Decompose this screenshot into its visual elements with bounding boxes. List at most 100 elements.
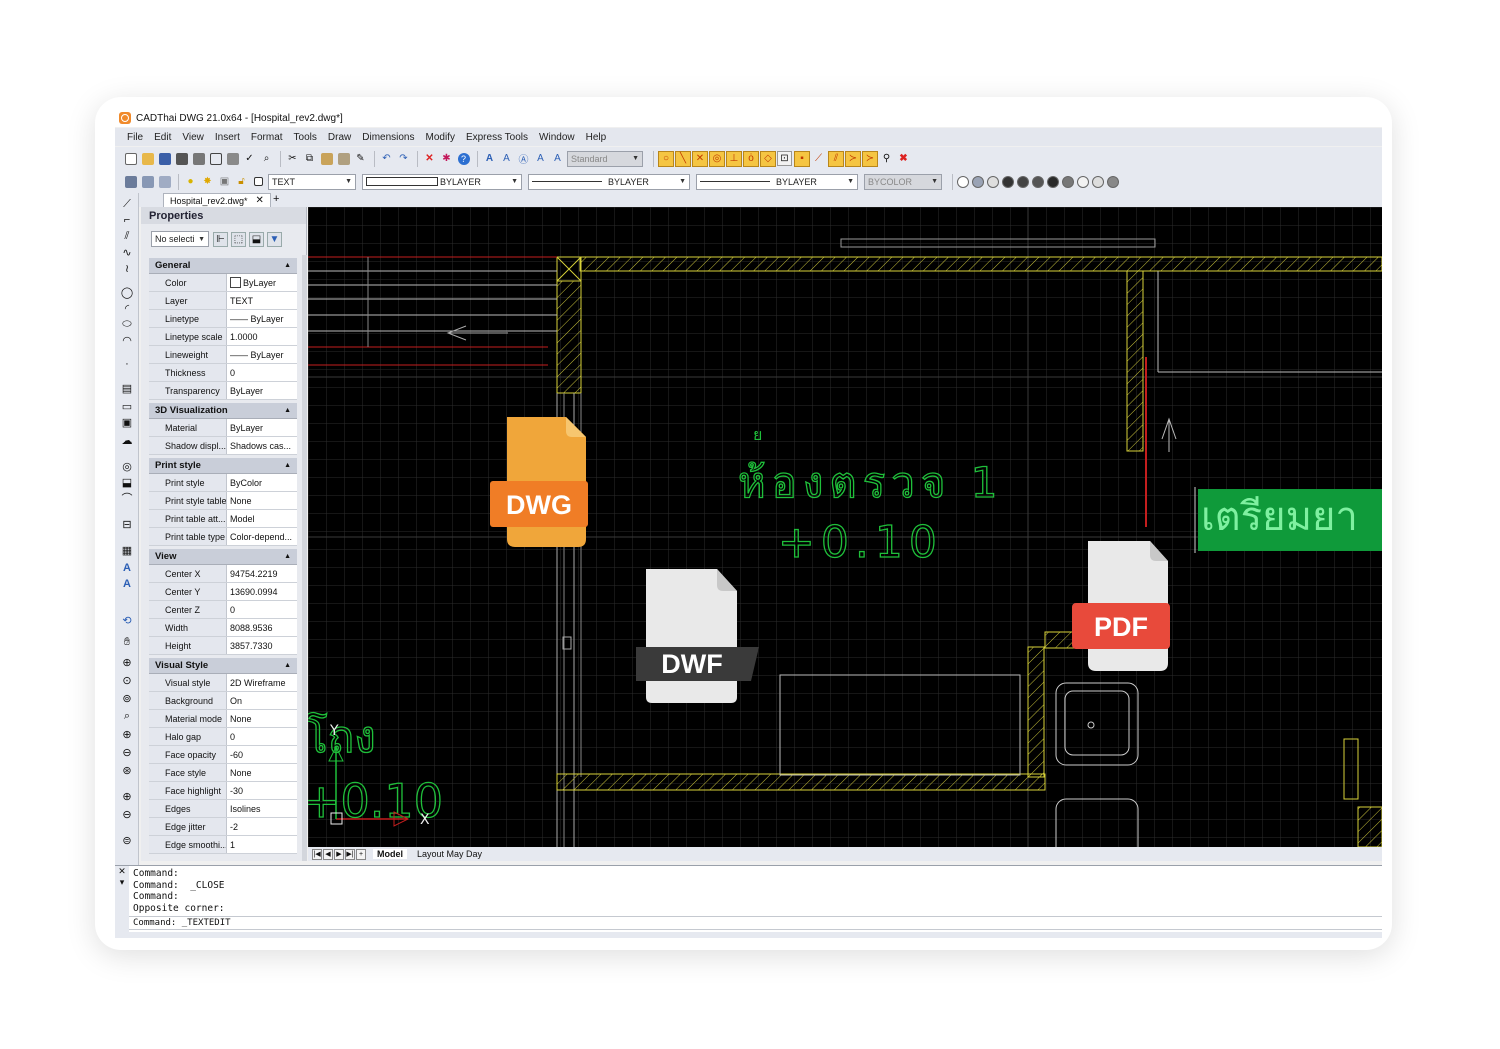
text-style-dropdown[interactable]: Standard▼ — [567, 150, 643, 167]
print-layer-icon[interactable]: ▣ — [219, 176, 230, 187]
property-section-header[interactable]: Visual Style▲ — [149, 658, 297, 674]
next-tab-icon[interactable]: ▶ — [334, 848, 344, 860]
new-file-icon[interactable] — [123, 151, 138, 166]
layer-dropdown[interactable]: TEXT▼ — [268, 173, 356, 190]
lineweight-dropdown[interactable]: BYLAYER▼ — [696, 173, 858, 190]
render-hidden-icon[interactable] — [972, 175, 984, 188]
paste-icon[interactable] — [319, 151, 334, 166]
render-flat-edges-icon[interactable] — [1017, 175, 1029, 188]
donut-tool-icon[interactable]: ◎ — [122, 460, 132, 473]
render-xray-icon[interactable] — [1077, 175, 1089, 188]
render-gouraud-icon[interactable] — [1002, 175, 1014, 188]
color-dropdown[interactable]: BYLAYER▼ — [362, 173, 522, 190]
revcloud-tool-icon[interactable]: ☁︎ — [121, 434, 133, 447]
spell-check-icon[interactable]: ✓ — [245, 153, 254, 164]
document-tab[interactable]: Hospital_rev2.dwg* ✕ — [163, 193, 271, 207]
snap-tangent-icon[interactable]: ȯ — [743, 150, 759, 167]
property-value-cell[interactable]: —— ByLayer — [227, 310, 297, 327]
property-value-cell[interactable]: 0 — [227, 728, 297, 745]
property-value-cell[interactable]: TEXT — [227, 292, 297, 309]
property-value-cell[interactable]: 2D Wireframe — [227, 674, 297, 691]
property-section-header[interactable]: View▲ — [149, 549, 297, 565]
property-row[interactable]: Edge jitter-2 — [149, 818, 297, 836]
plotstyle-dropdown[interactable]: BYCOLOR▼ — [864, 173, 942, 190]
sun-icon[interactable]: ✸ — [203, 176, 212, 187]
snap-perpendicular-icon[interactable]: ⊥ — [726, 150, 742, 167]
render-flat-icon[interactable] — [987, 175, 999, 188]
layer-color-swatch[interactable] — [251, 174, 266, 189]
arc-tool-icon[interactable]: ◜ — [124, 302, 130, 315]
mtext-tool-icon[interactable]: A — [123, 562, 131, 574]
property-value-cell[interactable]: None — [227, 764, 297, 781]
property-section-header[interactable]: General▲ — [149, 258, 297, 274]
close-tab-icon[interactable]: ✕ — [255, 195, 264, 206]
property-value-cell[interactable]: Isolines — [227, 800, 297, 817]
collapse-icon[interactable]: ▲ — [284, 407, 291, 414]
property-value-cell[interactable]: 0 — [227, 601, 297, 618]
property-value-cell[interactable]: ByLayer — [227, 274, 297, 291]
snap-midpoint-icon[interactable]: ╲ — [675, 150, 691, 167]
lightbulb-icon[interactable]: ● — [187, 176, 194, 187]
zoom-all-icon[interactable]: ⊛ — [122, 764, 132, 777]
menu-draw[interactable]: Draw — [327, 131, 352, 143]
property-value-cell[interactable]: Model — [227, 510, 297, 527]
first-tab-icon[interactable]: |◀ — [312, 848, 322, 860]
delete-icon[interactable]: ✕ — [425, 153, 434, 164]
menu-format[interactable]: Format — [250, 131, 283, 143]
print-icon[interactable] — [174, 151, 189, 166]
text-tool-icon[interactable]: A — [123, 578, 131, 590]
line-tool-icon[interactable]: ⟋ — [123, 197, 131, 210]
snap-quadrant-icon[interactable]: ◇ — [760, 150, 776, 167]
property-value-cell[interactable]: -2 — [227, 818, 297, 835]
collapse-icon[interactable]: ▲ — [284, 662, 291, 669]
selection-dropdown[interactable]: No selecti▼ — [151, 231, 209, 247]
menu-help[interactable]: Help — [585, 131, 607, 143]
snap-nearest-icon[interactable]: ⟋ — [815, 153, 822, 164]
plot-icon[interactable] — [191, 151, 206, 166]
property-value-cell[interactable]: ByLayer — [227, 419, 297, 436]
text-scale-icon[interactable]: A — [554, 153, 561, 164]
snap-endpoint-icon[interactable]: ○ — [658, 150, 674, 167]
ellipse-tool-icon[interactable]: ⬭ — [122, 317, 132, 330]
menu-edit[interactable]: Edit — [154, 131, 172, 143]
spline-tool-icon[interactable]: ∿ — [122, 246, 132, 259]
collapse-icon[interactable]: ▲ — [284, 262, 291, 269]
snap-extension-icon[interactable]: ≻ — [845, 150, 861, 167]
region-tool-icon[interactable]: ▣ — [121, 416, 133, 429]
chevron-down-icon[interactable]: ▾ — [119, 877, 125, 887]
table-tool-icon[interactable]: ⊟ — [122, 518, 132, 531]
property-value-cell[interactable]: -30 — [227, 782, 297, 799]
layer-state-icon[interactable] — [140, 174, 155, 189]
menu-modify[interactable]: Modify — [425, 131, 455, 143]
polyline-tool-icon[interactable]: ⌐ — [123, 214, 131, 226]
linetype-dropdown[interactable]: BYLAYER▼ — [528, 173, 690, 190]
snap-parallel-icon[interactable]: ⫽ — [828, 150, 844, 167]
layer-manager-icon[interactable] — [123, 174, 138, 189]
new-tab-icon[interactable]: + — [273, 193, 280, 205]
property-row[interactable]: Face highlight-30 — [149, 782, 297, 800]
add-layout-icon[interactable]: + — [356, 848, 366, 860]
property-section-header[interactable]: 3D Visualization▲ — [149, 403, 297, 419]
last-tab-icon[interactable]: ▶| — [345, 848, 355, 860]
match-properties-icon[interactable] — [336, 151, 351, 166]
property-row[interactable]: Shadow displ...Shadows cas... — [149, 437, 297, 455]
property-section-header[interactable]: Print style▲ — [149, 458, 297, 474]
zoom-previous-icon[interactable]: ⌕ — [123, 709, 131, 722]
snap-intersection-icon[interactable]: ✕ — [692, 150, 708, 167]
property-value-cell[interactable]: 8088.9536 — [227, 619, 297, 636]
snap-apparent-icon[interactable]: ≻ — [862, 150, 878, 167]
